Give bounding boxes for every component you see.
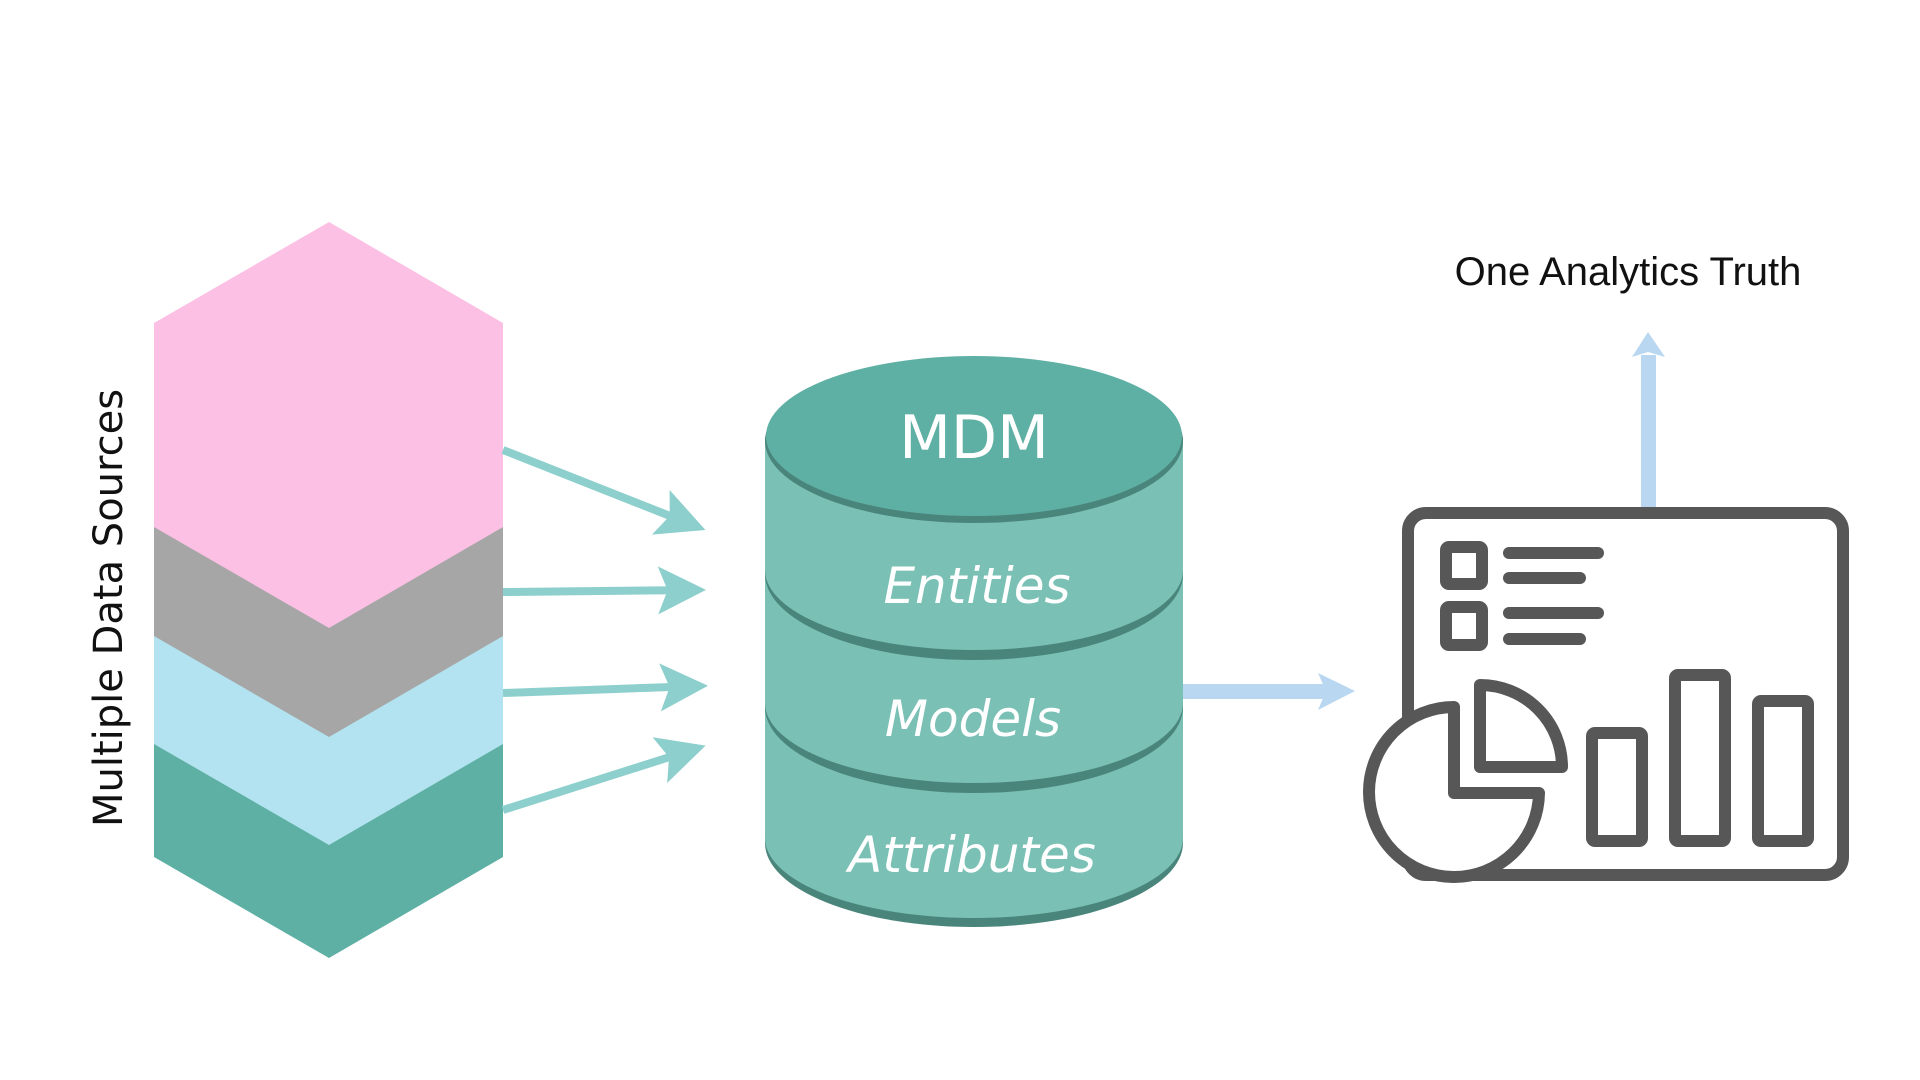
arrow-dashboard-to-title xyxy=(1632,332,1665,510)
arrow-source-3 xyxy=(502,663,708,712)
arrow-source-4 xyxy=(501,737,706,814)
dashboard-frame xyxy=(1402,507,1849,881)
mdm-layer-entities: Entities xyxy=(883,557,1070,615)
mdm-layer-models: Models xyxy=(885,690,1061,748)
arrow-mdm-to-dashboard xyxy=(1183,673,1355,710)
checkbox-2 xyxy=(1440,601,1488,651)
bar-3 xyxy=(1752,695,1814,847)
output-title: One Analytics Truth xyxy=(1455,250,1802,294)
mdm-database-cylinder: MDM Entities Models Attributes xyxy=(765,356,1183,927)
source-layer-1 xyxy=(154,222,503,628)
bar-1 xyxy=(1586,727,1648,847)
bar-2 xyxy=(1669,669,1731,847)
mdm-layer-attributes: Attributes xyxy=(845,826,1096,884)
checkbox-1 xyxy=(1440,541,1488,590)
sources-label: Multiple Data Sources xyxy=(86,389,132,827)
cylinder-top xyxy=(766,356,1182,516)
source-arrows xyxy=(501,446,708,814)
arrow-source-2 xyxy=(502,566,706,615)
arrow-source-1 xyxy=(501,446,706,535)
pie-slice xyxy=(1474,679,1568,773)
data-sources-stack xyxy=(154,222,503,958)
dashboard-report-icon xyxy=(1363,507,1849,883)
pie-chart xyxy=(1363,701,1545,883)
mdm-title: MDM xyxy=(899,403,1049,473)
